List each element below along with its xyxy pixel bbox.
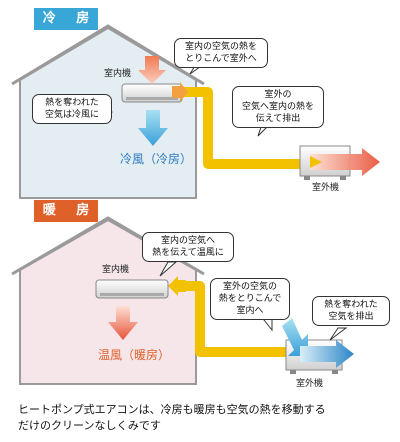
cooling-indoor-unit-label: 室内機 xyxy=(104,69,132,79)
heating-mode-tag: 暖 房 xyxy=(34,200,98,222)
cooling-house-roof xyxy=(11,24,205,86)
heating-bubble-outdoor: 室外の空気の 熱をとりこんで 室内へ xyxy=(210,278,290,320)
cooling-heat-out-arrow xyxy=(172,82,188,102)
heating-airflow-label: 温風（暖房） xyxy=(98,348,171,362)
cooling-intake-arrow xyxy=(138,56,166,84)
heating-bubble-indoor: 室内の空気へ 熱を伝えて温風に xyxy=(142,232,234,262)
cooling-bubble-indoor: 室内の空気の熱を とりこんで室外へ xyxy=(174,38,268,68)
heating-bubble-exhaust: 熱を奪われた 空気を排出 xyxy=(312,296,390,326)
cooling-exhaust-arrow xyxy=(310,148,380,176)
cooling-outdoor-unit-label: 室外機 xyxy=(312,183,340,193)
cooling-pipe xyxy=(180,87,300,169)
cooling-mode-tag: 冷 房 xyxy=(34,8,98,30)
cooling-bubble-outdoor: 室外の 空気へ室内の熱を 伝えて排出 xyxy=(232,86,324,128)
cooling-airflow-label: 冷風（冷房） xyxy=(120,152,193,166)
heating-exhaust-arrow xyxy=(300,340,354,368)
heating-pipe xyxy=(175,281,290,357)
heating-outdoor-unit-label: 室外機 xyxy=(296,379,324,389)
caption: ヒートポンプ式エアコンは、冷房も暖房も空気の熱を移動する だけのクリーンなしくみ… xyxy=(18,403,326,432)
cooling-cold-arrow xyxy=(138,110,168,146)
cooling-bubble-cold: 熱を奪われた 空気は冷風に xyxy=(32,94,112,124)
heating-indoor-unit-label: 室内機 xyxy=(102,265,130,275)
heating-warm-arrow xyxy=(108,306,138,340)
heating-heat-in-arrow xyxy=(168,276,186,296)
